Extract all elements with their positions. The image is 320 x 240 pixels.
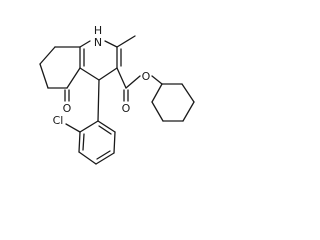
chlorine-label: Cl [53, 114, 64, 127]
ester-oxygen-label: O [142, 70, 151, 83]
molecule-structure: N H O O O Cl [39, 24, 195, 165]
cyclohexyl-ring [151, 83, 195, 122]
ketone-oxygen-label: O [63, 102, 72, 115]
nh-hydrogen-label: H [94, 24, 102, 37]
ketone-bond [64, 89, 70, 102]
atom-labels: N H O O O Cl [53, 24, 151, 127]
ester-carbonyl-oxygen-label: O [122, 102, 131, 115]
nh-label: N [94, 36, 102, 49]
chlorophenyl-ring [65, 79, 116, 165]
cyclohexenone-ring [39, 46, 85, 89]
ester-group [116, 67, 163, 102]
methyl-bond [116, 35, 136, 48]
dihydropyridine-ring [79, 40, 122, 81]
